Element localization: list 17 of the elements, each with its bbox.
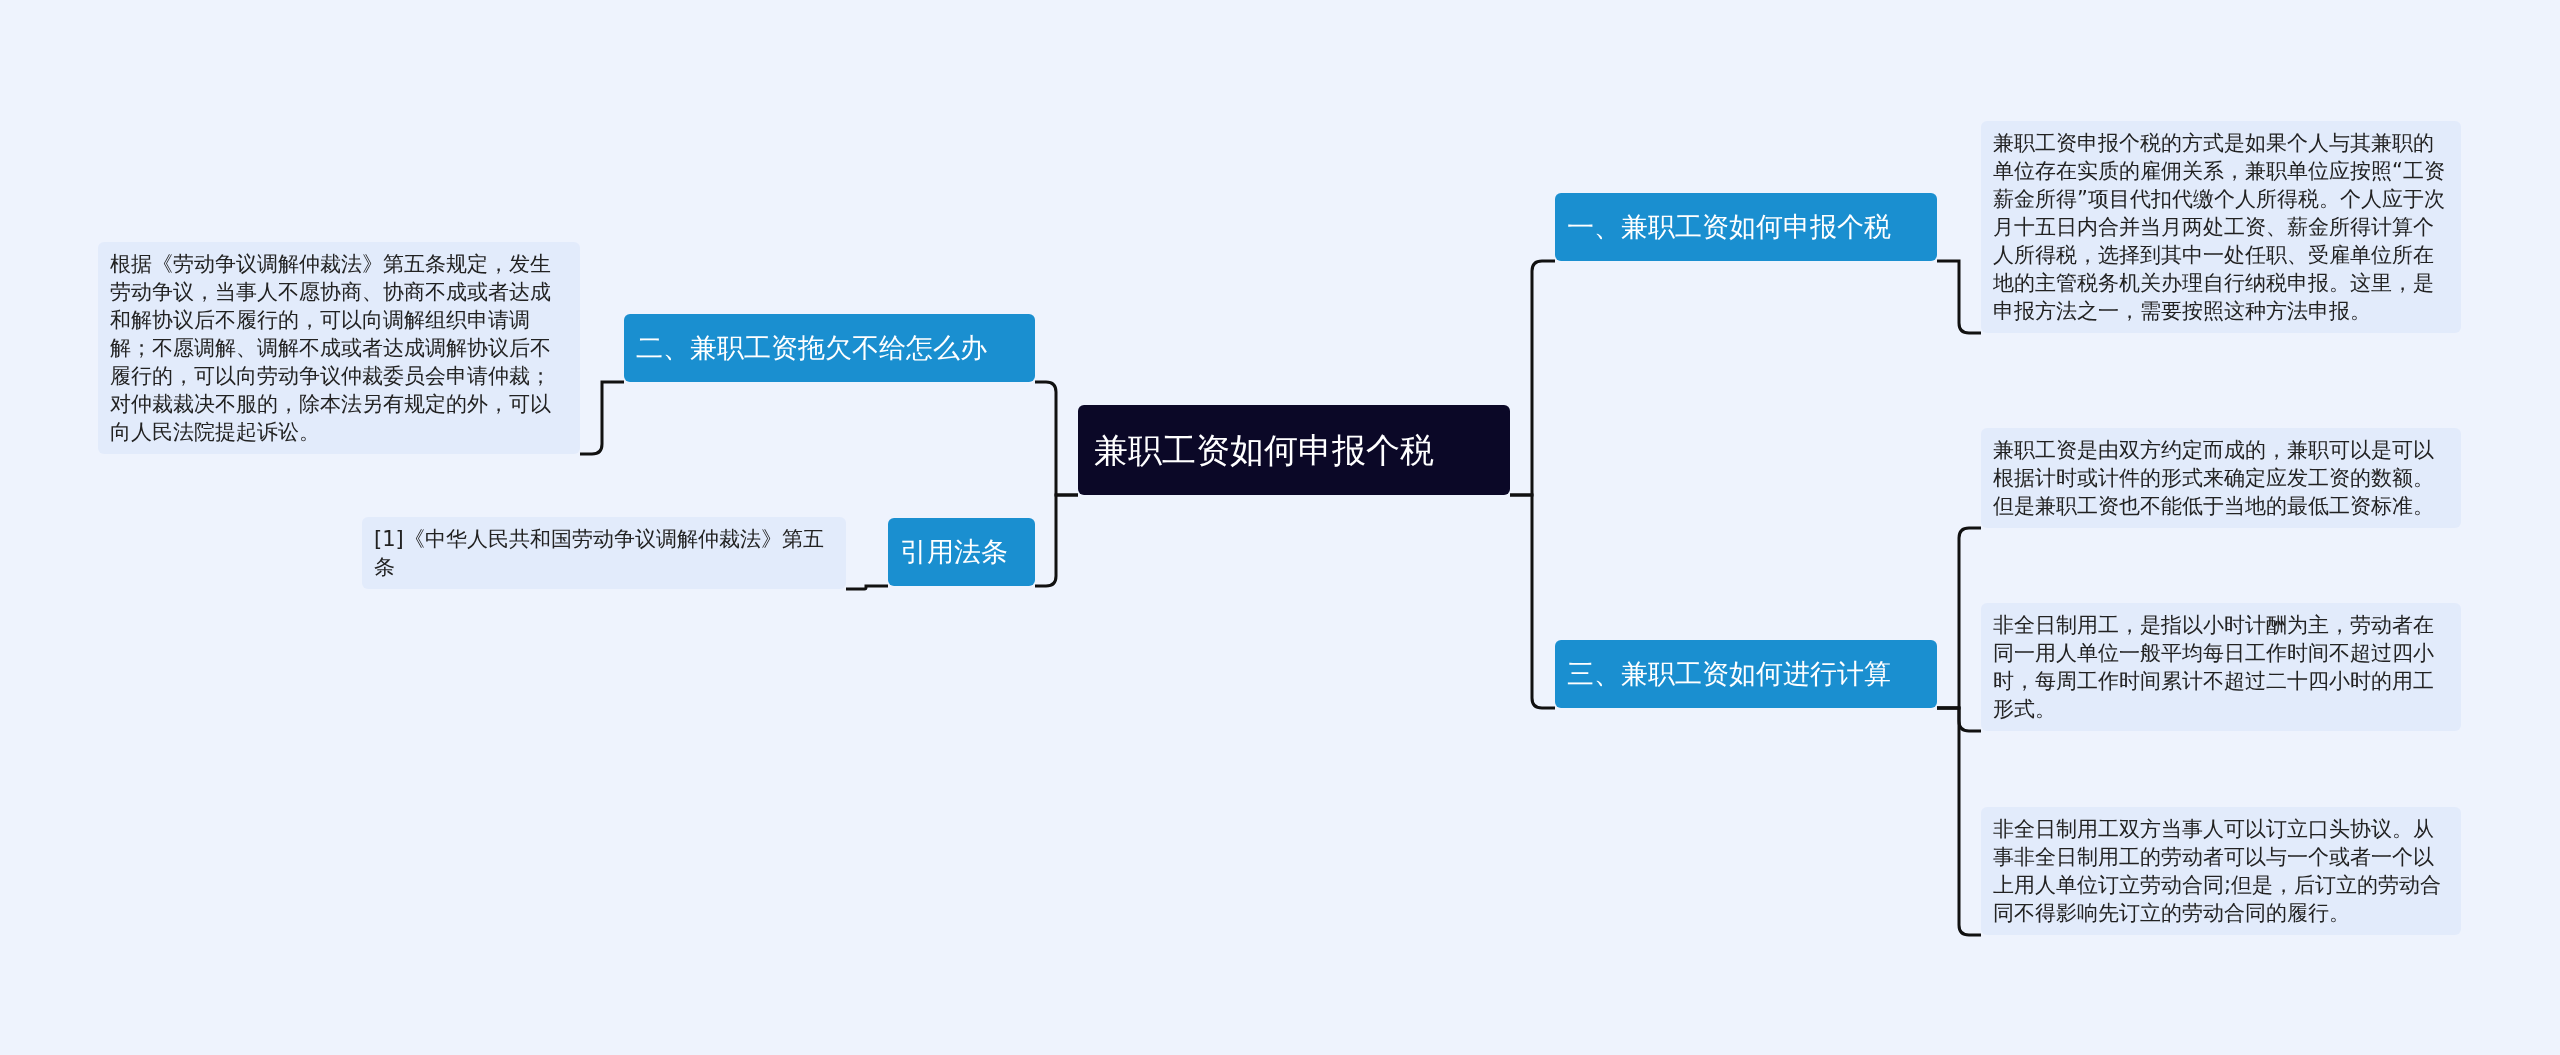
connector-line — [580, 380, 624, 456]
connector-line — [1937, 706, 1981, 937]
topic-box: 三、兼职工资如何进行计算 — [1555, 640, 1937, 708]
note-card: 非全日制用工，是指以小时计酬为主，劳动者在同一用人单位一般平均每日工作时间不超过四小时，每周工作时间累计不超过二十四小时的用工形式。 — [1981, 603, 2461, 731]
note-card: 兼职工资申报个税的方式是如果个人与其兼职的单位存在实质的雇佣关系，兼职单位应按照“工资薪金所得”项目代扣代缴个人所得税。个人应于次月十五日内合并当月两处工资、薪金所得计算个人所得税，选择到其中一处任职、受雇单位所在地的主管税务机关办理自行纳税申报。这里，是申报方法之一，需要按照这种方法申报。 — [1981, 121, 2461, 333]
topic-box: 一、兼职工资如何申报个税 — [1555, 193, 1937, 261]
connector-line — [1035, 493, 1078, 588]
note-card: [1]《中华人民共和国劳动争议调解仲裁法》第五条 — [362, 517, 846, 589]
connector-line — [846, 584, 888, 591]
topic-box: 二、兼职工资拖欠不给怎么办 — [624, 314, 1035, 382]
topic-box: 引用法条 — [888, 518, 1035, 586]
root-topic-box: 兼职工资如何申报个税 — [1078, 405, 1510, 495]
connector-line — [1937, 259, 1981, 335]
note-card: 非全日制用工双方当事人可以订立口头协议。从事非全日制用工的劳动者可以与一个或者一个以上用人单位订立劳动合同;但是，后订立的劳动合同不得影响先订立的劳动合同的履行。 — [1981, 807, 2461, 935]
note-card: 兼职工资是由双方约定而成的，兼职可以是可以根据计时或计件的形式来确定应发工资的数额。但是兼职工资也不能低于当地的最低工资标准。 — [1981, 428, 2461, 528]
connector-line — [1510, 493, 1555, 710]
note-card: 根据《劳动争议调解仲裁法》第五条规定，发生劳动争议，当事人不愿协商、协商不成或者达成和解协议后不履行的，可以向调解组织申请调解；不愿调解、调解不成或者达成调解协议后不履行的，可以向劳动争议仲裁委员会申请仲裁；对仲裁裁决不服的，除本法另有规定的外，可以向人民法院提起诉讼。 — [98, 242, 580, 454]
